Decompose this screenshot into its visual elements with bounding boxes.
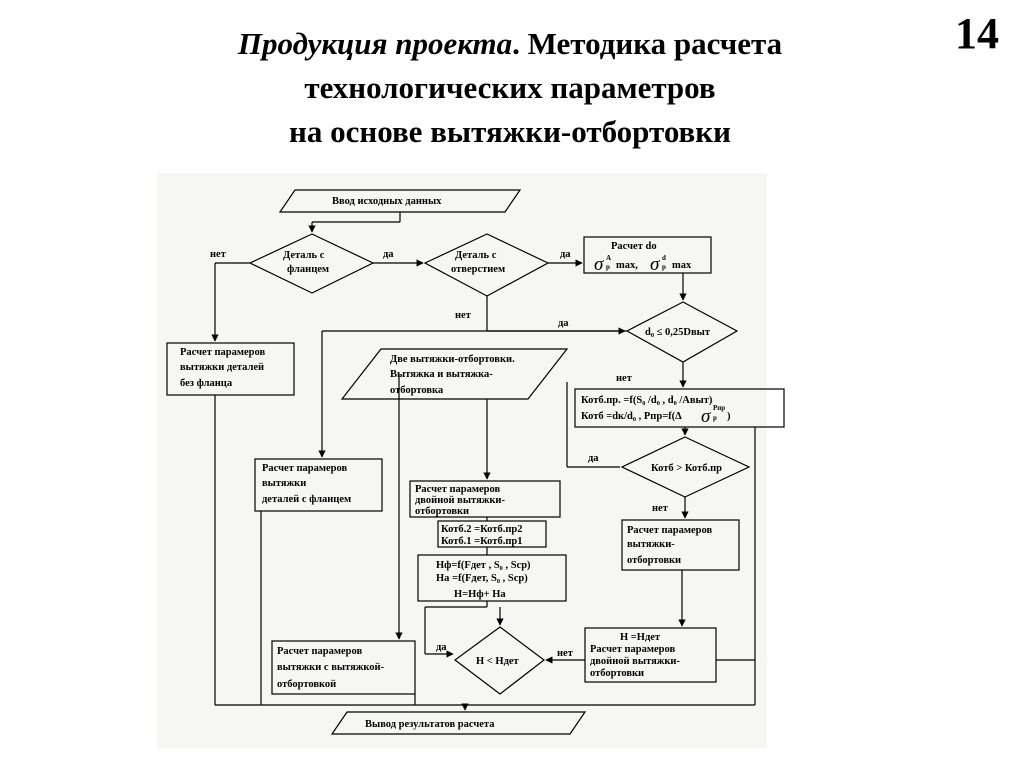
label-no-h: нет bbox=[557, 648, 574, 659]
calc-draw-with-draw-label-2: вытяжки с вытяжкой- bbox=[277, 662, 385, 673]
h-eq-label-1: H =Hдет bbox=[620, 632, 661, 643]
page-number: 14 bbox=[955, 9, 999, 58]
coef-label-2b: ) bbox=[727, 411, 731, 422]
calc-draw-with-draw-label-3: отбортовкой bbox=[277, 679, 336, 690]
decision-h-diamond bbox=[453, 626, 545, 695]
calc-no-flange-label-1: Расчет парамеров bbox=[180, 347, 266, 358]
h-calc-label-2: Hа =f(Fдет, S₀ , Sср) bbox=[436, 573, 528, 584]
calc-no-flange-label-3: без фланца bbox=[180, 378, 233, 389]
label-yes-hole: да bbox=[560, 249, 571, 260]
two-draws-label-1: Две вытяжки-отбортовки. bbox=[390, 354, 515, 365]
decision-hole-label-1: Деталь с bbox=[455, 250, 497, 261]
label-yes-k: да bbox=[588, 453, 599, 464]
two-draws-label-3: отбортовка bbox=[390, 385, 444, 396]
title-italic: Продукция проекта bbox=[237, 26, 513, 61]
slide-title: Продукция проекта. Методика расчета техн… bbox=[80, 22, 940, 154]
sub-p-2: р bbox=[662, 263, 666, 271]
calc-double-label-2: двойной вытяжки- bbox=[415, 495, 505, 506]
coef-label-2a: Котб =dк/d₀ , Pпр=f(Δ bbox=[581, 411, 682, 422]
coef-box bbox=[574, 388, 785, 428]
calc-sigma-text-2: max bbox=[672, 260, 692, 271]
h-eq-label-3: двойной вытяжки- bbox=[590, 656, 680, 667]
calc-no-flange-label-2: вытяжки деталей bbox=[180, 362, 264, 373]
k-relation-label-2: Котб.1 =Котб.пр1 bbox=[441, 536, 522, 547]
sup-a: A bbox=[606, 254, 611, 262]
calc-draw-flange-label-3: отбортовки bbox=[627, 555, 681, 566]
h-calc-label-3: H=Hф+ Hа bbox=[454, 589, 506, 600]
two-draws-parallelogram bbox=[340, 348, 569, 400]
decision-flange-label-2: фланцем bbox=[287, 264, 329, 275]
h-calc-box bbox=[417, 554, 567, 602]
label-yes-h: да bbox=[436, 642, 447, 653]
k-relation-box bbox=[437, 520, 547, 548]
sigma-symbol-2: σ bbox=[650, 254, 660, 275]
decision-flange-label-1: Деталь с bbox=[283, 250, 325, 261]
title-rest: . Методика расчета bbox=[512, 26, 783, 61]
calc-draw-flange-label-1: Расчет парамеров bbox=[627, 525, 713, 536]
label-no-hole: нет bbox=[455, 310, 472, 321]
coef-label-1: Котб.пр. =f(S₀ /d₀ , d₀ /Aвыт) bbox=[581, 395, 713, 406]
calc-sigma-text: max, bbox=[616, 260, 638, 271]
calc-with-flange-label-2: вытяжки bbox=[262, 478, 306, 489]
label-no-d0: нет bbox=[616, 373, 633, 384]
calc-with-flange-label-3: деталей с фланцем bbox=[262, 494, 351, 505]
calc-d0-label: Расчет do bbox=[611, 241, 657, 252]
title-line-3: на основе вытяжки-отбортовки bbox=[288, 114, 732, 149]
decision-h-label: H < Hдет bbox=[476, 656, 520, 667]
calc-d0-box bbox=[583, 236, 712, 274]
calc-draw-flange-label-2: вытяжки- bbox=[627, 539, 675, 550]
sup-rpr: Pпр bbox=[713, 404, 725, 412]
calc-double-label-1: Расчет парамеров bbox=[415, 484, 501, 495]
label-yes-flange: да bbox=[383, 249, 394, 260]
decision-hole-label-2: отверстием bbox=[451, 264, 505, 275]
sub-p-1: р bbox=[606, 263, 610, 271]
label-no-k: нет bbox=[652, 503, 669, 514]
calc-with-flange-label-1: Расчет парамеров bbox=[262, 463, 348, 474]
calc-no-flange-box bbox=[166, 342, 295, 396]
label-yes-d0: да bbox=[558, 318, 569, 329]
sup-d: d bbox=[662, 254, 666, 262]
calc-double-label-3: отбортовки bbox=[415, 506, 469, 517]
input-parallelogram bbox=[278, 189, 522, 213]
h-calc-label-1: Hф=f(Fдет , S₀ , Sср) bbox=[436, 560, 531, 571]
calc-draw-with-draw-box bbox=[271, 640, 416, 695]
h-eq-label-2: Расчет парамеров bbox=[590, 644, 676, 655]
decision-k-label: Котб > Котб.пр bbox=[651, 463, 722, 474]
title-line-2: технологических параметров bbox=[304, 70, 716, 105]
sigma-symbol-1: σ bbox=[594, 254, 604, 275]
h-eq-box bbox=[584, 627, 717, 683]
output-label: Вывод результатов расчета bbox=[365, 719, 495, 730]
label-no-flange: нет bbox=[210, 249, 227, 260]
calc-double-box bbox=[409, 480, 561, 518]
calc-draw-flange-box bbox=[621, 519, 740, 571]
k-relation-label-1: Котб.2 =Котб.пр2 bbox=[441, 524, 522, 535]
calc-with-flange-box bbox=[254, 458, 383, 512]
output-parallelogram bbox=[330, 711, 587, 735]
two-draws-label-2: Вытяжка и вытяжка- bbox=[390, 369, 493, 380]
h-eq-label-4: отбортовки bbox=[590, 668, 644, 679]
input-label: Ввод исходных данных bbox=[332, 196, 442, 207]
sub-p-3: р bbox=[713, 414, 717, 422]
decision-d0-label: d₀ ≤ 0,25Dвыт bbox=[645, 327, 711, 338]
flowchart-background bbox=[157, 173, 767, 748]
sigma-symbol-3: σ bbox=[701, 406, 711, 427]
decision-flange-diamond bbox=[248, 233, 375, 294]
calc-draw-with-draw-label-1: Расчет парамеров bbox=[277, 646, 363, 657]
connector-lines bbox=[211, 212, 756, 711]
